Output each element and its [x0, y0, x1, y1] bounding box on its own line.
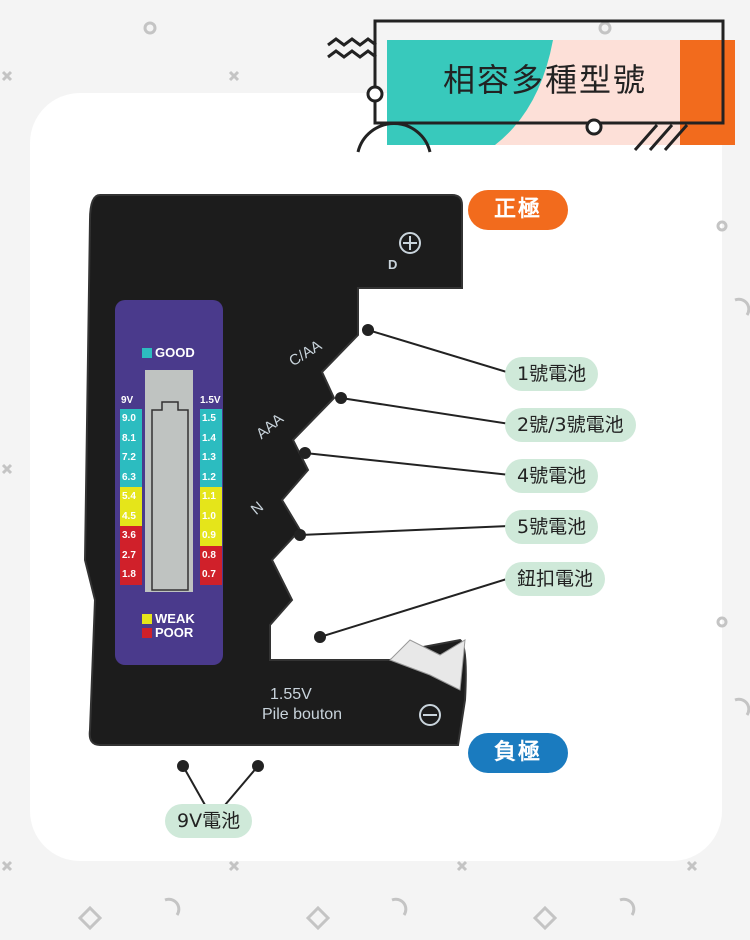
lcd-scale-left-value: 7.2	[120, 448, 142, 468]
lcd-scale-left-value: 1.8	[120, 565, 142, 585]
lcd-scale-left-value: 2.7	[120, 545, 142, 565]
lcd-scale-right-value: 0.9	[200, 526, 222, 546]
lcd-scale-right-value: 1.1	[200, 487, 222, 507]
lcd-scale-right-value: 1.0	[200, 506, 222, 526]
lcd-scale-left-value: 4.5	[120, 506, 142, 526]
label-d-battery: 1號電池	[505, 357, 599, 391]
title-banner	[327, 19, 735, 153]
lcd-poor-label: POOR	[155, 625, 194, 640]
good-swatch-icon	[142, 348, 152, 358]
label-n-battery: 5號電池	[505, 510, 599, 544]
button-cell-label: Pile bouton	[262, 706, 343, 723]
label-aaa-battery: 4號電池	[505, 459, 599, 493]
negative-tag: 負極	[468, 733, 568, 773]
lcd-scale-right-value: 1.4	[200, 428, 222, 448]
weak-swatch-icon	[142, 614, 152, 624]
lcd-9v-header: 9V	[121, 395, 134, 406]
lcd-scale-right-value: 1.5	[200, 409, 222, 429]
button-voltage: 1.55V	[270, 686, 312, 703]
label-c-aa-battery: 2號/3號電池	[505, 408, 636, 442]
plus-icon	[399, 232, 421, 254]
lcd-scale-right-value: 0.8	[200, 545, 222, 565]
battery-outline-icon	[151, 401, 189, 591]
lcd-scale-right-value: 1.3	[200, 448, 222, 468]
pointer-lines	[177, 324, 511, 806]
lcd-weak-label: WEAK	[155, 611, 195, 626]
poor-swatch-icon	[142, 628, 152, 638]
page-title: 相容多種型號	[443, 61, 648, 99]
positive-tag: 正極	[468, 190, 568, 230]
button-cell-contact	[389, 639, 466, 691]
lcd-scale-left-value: 9.0	[120, 409, 142, 429]
lcd-scale-left-value: 5.4	[120, 487, 142, 507]
label-9v-battery: 9V電池	[165, 804, 253, 838]
lcd-scale-left-value: 8.1	[120, 428, 142, 448]
lcd-screen	[145, 370, 193, 592]
lcd-1-5v-header: 1.5V	[200, 395, 221, 406]
minus-icon	[419, 704, 441, 726]
slot-d-label: D	[388, 257, 398, 272]
lcd-scale-right-value: 1.2	[200, 467, 222, 487]
lcd-scale-left-value: 3.6	[120, 526, 142, 546]
lcd-scale-left-value: 6.3	[120, 467, 142, 487]
lcd-good-label: GOOD	[155, 345, 195, 360]
label-button-battery: 鈕扣電池	[505, 562, 606, 596]
decorations	[1, 21, 750, 931]
lcd-scale-right-value: 0.7	[200, 565, 222, 585]
